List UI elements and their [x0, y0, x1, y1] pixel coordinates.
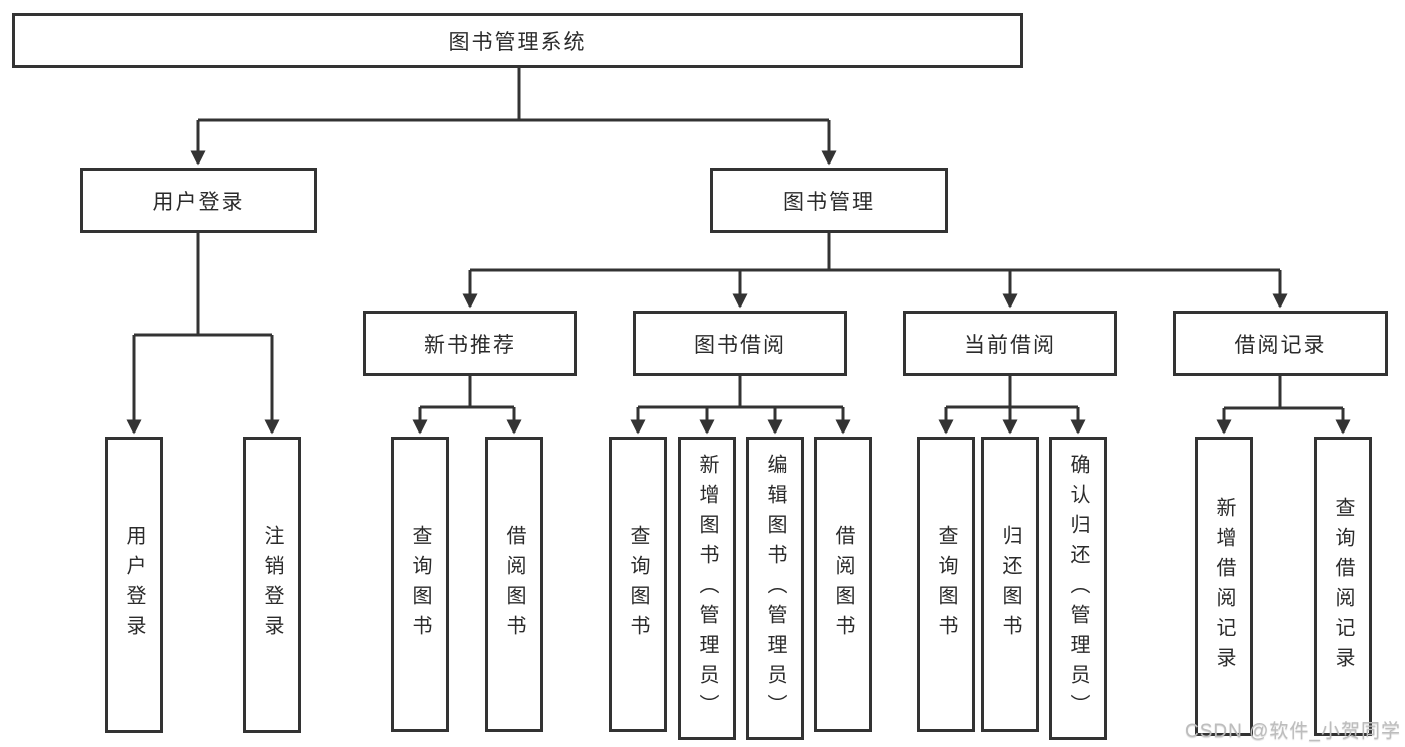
node-leaf-cb-return-books-label: 归还图书: [999, 524, 1021, 645]
node-user-login: 用户登录: [80, 168, 317, 233]
node-leaf-bb-edit-books-admin: 编辑图书（管理员）: [746, 437, 804, 740]
node-book-management: 图书管理: [710, 168, 948, 233]
node-new-book-recommend-label: 新书推荐: [424, 333, 516, 357]
node-leaf-logout: 注销登录: [243, 437, 301, 733]
node-leaf-bb-borrow-books: 借阅图书: [814, 437, 872, 732]
node-leaf-cb-query-books-label: 查询图书: [935, 524, 957, 645]
node-borrow-records: 借阅记录: [1173, 311, 1388, 376]
node-leaf-bb-query-books: 查询图书: [609, 437, 667, 732]
node-current-borrow-label: 当前借阅: [964, 333, 1056, 357]
node-leaf-user-login-label: 用户登录: [123, 525, 145, 645]
node-leaf-bb-edit-books-admin-label: 编辑图书（管理员）: [764, 453, 786, 724]
csdn-watermark: CSDN @软件_小贺同学: [1185, 721, 1401, 742]
node-leaf-bb-add-books-admin-label: 新增图书（管理员）: [696, 453, 718, 724]
node-leaf-nbr-borrow-books: 借阅图书: [485, 437, 543, 732]
node-leaf-nbr-query-books: 查询图书: [391, 437, 449, 732]
node-leaf-bb-query-books-label: 查询图书: [627, 524, 649, 645]
node-leaf-br-query-record: 查询借阅记录: [1314, 437, 1372, 736]
node-user-login-label: 用户登录: [152, 190, 245, 214]
node-leaf-br-add-record: 新增借阅记录: [1195, 437, 1253, 736]
node-book-borrow: 图书借阅: [633, 311, 847, 376]
node-borrow-records-label: 借阅记录: [1234, 333, 1327, 357]
node-leaf-bb-add-books-admin: 新增图书（管理员）: [678, 437, 736, 740]
node-book-borrow-label: 图书借阅: [694, 333, 786, 357]
node-root-label: 图书管理系统: [448, 30, 587, 54]
node-leaf-logout-label: 注销登录: [261, 525, 283, 645]
node-new-book-recommend: 新书推荐: [363, 311, 577, 376]
node-leaf-cb-confirm-return-admin: 确认归还（管理员）: [1049, 437, 1107, 740]
node-leaf-nbr-borrow-books-label: 借阅图书: [503, 524, 525, 645]
node-root: 图书管理系统: [12, 13, 1023, 68]
node-leaf-nbr-query-books-label: 查询图书: [409, 524, 431, 645]
node-leaf-cb-return-books: 归还图书: [981, 437, 1039, 732]
node-leaf-cb-query-books: 查询图书: [917, 437, 975, 732]
node-leaf-br-query-record-label: 查询借阅记录: [1332, 496, 1354, 677]
node-book-management-label: 图书管理: [783, 190, 875, 214]
node-current-borrow: 当前借阅: [903, 311, 1117, 376]
node-leaf-bb-borrow-books-label: 借阅图书: [832, 524, 854, 645]
node-leaf-user-login: 用户登录: [105, 437, 163, 733]
node-leaf-cb-confirm-return-admin-label: 确认归还（管理员）: [1067, 453, 1089, 724]
node-leaf-br-add-record-label: 新增借阅记录: [1213, 496, 1235, 677]
